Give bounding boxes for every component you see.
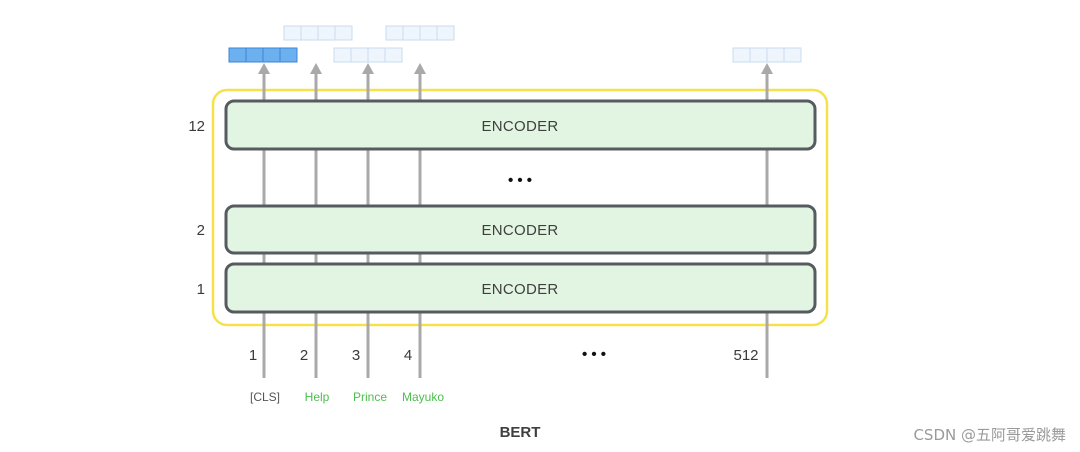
input-tokens: [CLS] Help Prince Mayuko <box>250 390 444 404</box>
encoder-label: ENCODER <box>481 118 558 135</box>
position-numbers: 1 2 3 4 512 <box>249 347 759 364</box>
arrow-heads <box>258 63 773 74</box>
output-vector-512 <box>732 47 802 63</box>
bert-model-frame <box>211 88 829 327</box>
output-vector-3 <box>333 47 403 63</box>
layer-number: 12 <box>188 118 205 135</box>
token-mayuko: Mayuko <box>402 390 444 404</box>
positions-ellipsis: • • • <box>582 346 606 363</box>
arrowhead-4 <box>414 63 426 74</box>
encoder-box <box>224 262 817 314</box>
encoder-layer-2: ENCODER 2 <box>197 204 817 255</box>
arrowhead-1 <box>258 63 270 74</box>
layer-number: 1 <box>197 281 205 298</box>
position-number: 512 <box>733 347 758 364</box>
encoder-label: ENCODER <box>481 222 558 239</box>
encoder-label: ENCODER <box>481 281 558 298</box>
encoder-layer-12: ENCODER 12 <box>188 99 817 151</box>
token-help: Help <box>305 390 330 404</box>
encoder-box <box>224 99 817 151</box>
arrowhead-3 <box>362 63 374 74</box>
output-vector-2 <box>283 25 353 41</box>
output-vector-4 <box>385 25 455 41</box>
layers-ellipsis: • • • <box>508 172 532 189</box>
position-number: 3 <box>352 347 360 364</box>
arrowhead-2 <box>310 63 322 74</box>
arrowhead-512 <box>761 63 773 74</box>
watermark: CSDN @五阿哥爱跳舞 <box>913 426 1066 444</box>
cls-output-vector <box>228 47 298 63</box>
position-number: 2 <box>300 347 308 364</box>
encoder-box <box>224 204 817 255</box>
position-number: 1 <box>249 347 257 364</box>
token-cls: [CLS] <box>250 390 280 404</box>
encoder-layer-1: ENCODER 1 <box>197 262 817 314</box>
token-prince: Prince <box>353 390 387 404</box>
figure-caption: BERT <box>500 424 541 441</box>
position-number: 4 <box>404 347 412 364</box>
layer-number: 2 <box>197 222 205 239</box>
